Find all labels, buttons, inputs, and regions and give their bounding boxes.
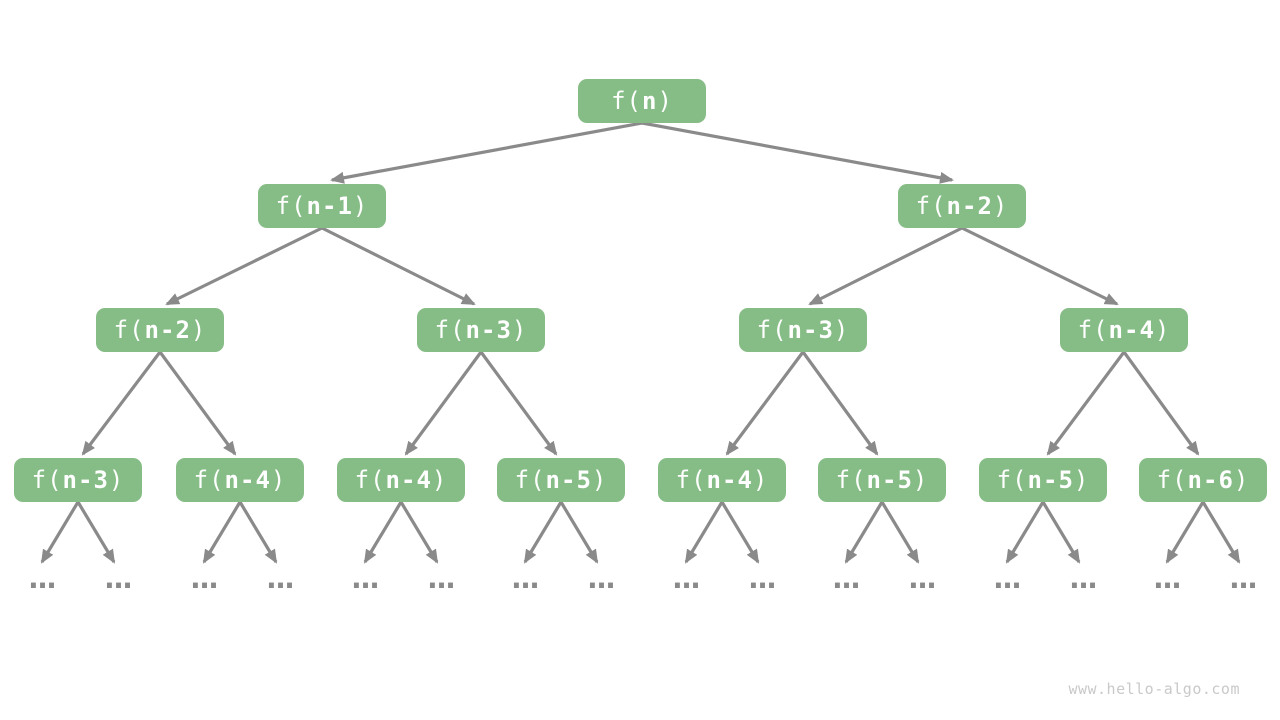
- node-label: f(: [113, 316, 145, 344]
- tree-node-l2-fn-3: f(n-3): [417, 308, 545, 352]
- edges-level-3-to-ellipsis: [40, 501, 1241, 564]
- node-label: ): [352, 192, 369, 220]
- edges-level-0-to-1: [330, 121, 954, 184]
- ellipsis: ...: [186, 561, 222, 596]
- tree-node-l3-fn-3: f(n-3): [14, 458, 142, 502]
- node-label-arg: n-2: [144, 316, 191, 344]
- edges-level-1-to-2: [165, 226, 1119, 306]
- edges-level-2-to-3: [81, 351, 1200, 456]
- node-label-arg: n-4: [706, 466, 753, 494]
- ellipsis: ...: [828, 561, 864, 596]
- node-label: ): [270, 466, 287, 494]
- node-label: f(: [1156, 466, 1188, 494]
- node-label: ): [833, 316, 850, 344]
- tree-node-l1-fn-1: f(n-1): [258, 184, 386, 228]
- ellipsis: ...: [1065, 561, 1101, 596]
- node-label: ): [190, 316, 207, 344]
- tree-node-l3-fn-6: f(n-6): [1139, 458, 1267, 502]
- ellipsis: ...: [24, 561, 60, 596]
- tree-node-l2-fn-4: f(n-4): [1060, 308, 1188, 352]
- ellipsis: ...: [989, 561, 1025, 596]
- node-label-arg: n: [642, 87, 658, 115]
- tree-node-l3-fn-4c: f(n-4): [658, 458, 786, 502]
- ellipsis: ...: [423, 561, 459, 596]
- node-label: ): [108, 466, 125, 494]
- ellipsis: ...: [904, 561, 940, 596]
- node-label: ): [431, 466, 448, 494]
- ellipsis: ...: [507, 561, 543, 596]
- ellipsis: ...: [1225, 561, 1261, 596]
- node-label-arg: n-4: [1108, 316, 1155, 344]
- watermark: www.hello-algo.com: [1068, 680, 1240, 698]
- node-label-arg: n-2: [946, 192, 993, 220]
- node-label: ): [1073, 466, 1090, 494]
- node-label: ): [591, 466, 608, 494]
- node-label: ): [752, 466, 769, 494]
- ellipsis: ...: [668, 561, 704, 596]
- node-label: f(: [514, 466, 546, 494]
- node-label: f(: [611, 87, 642, 115]
- tree-node-l3-fn-5: f(n-5): [497, 458, 625, 502]
- tree-node-l3-fn-5b: f(n-5): [818, 458, 946, 502]
- node-label-arg: n-5: [866, 466, 913, 494]
- node-label: ): [657, 87, 673, 115]
- node-label: f(: [354, 466, 386, 494]
- node-label-arg: n-3: [787, 316, 834, 344]
- node-label: ): [1154, 316, 1171, 344]
- node-label: ): [912, 466, 929, 494]
- ellipsis: ...: [583, 561, 619, 596]
- node-label-arg: n-5: [545, 466, 592, 494]
- node-label: ): [992, 192, 1009, 220]
- tree-node-l3-fn-5c: f(n-5): [979, 458, 1107, 502]
- node-label: f(: [1077, 316, 1109, 344]
- ellipsis: ...: [100, 561, 136, 596]
- node-label-arg: n-4: [385, 466, 432, 494]
- node-label: ): [511, 316, 528, 344]
- node-label-arg: n-5: [1027, 466, 1074, 494]
- node-label: f(: [996, 466, 1028, 494]
- ellipsis: ...: [1149, 561, 1185, 596]
- node-label-arg: n-3: [62, 466, 109, 494]
- node-label: f(: [193, 466, 225, 494]
- node-label: ): [1233, 466, 1250, 494]
- tree-node-l2-fn-2: f(n-2): [96, 308, 224, 352]
- ellipsis: ...: [347, 561, 383, 596]
- node-label: f(: [275, 192, 307, 220]
- node-label: f(: [915, 192, 947, 220]
- node-label: f(: [675, 466, 707, 494]
- node-label-arg: n-4: [224, 466, 271, 494]
- node-label: f(: [756, 316, 788, 344]
- node-label: f(: [835, 466, 867, 494]
- tree-node-l2-fn-3b: f(n-3): [739, 308, 867, 352]
- tree-node-l1-fn-2: f(n-2): [898, 184, 1026, 228]
- node-label-arg: n-1: [306, 192, 353, 220]
- node-label-arg: n-6: [1187, 466, 1234, 494]
- ellipsis: ...: [744, 561, 780, 596]
- tree-node-l3-fn-4: f(n-4): [176, 458, 304, 502]
- tree-node-l3-fn-4b: f(n-4): [337, 458, 465, 502]
- ellipsis: ...: [262, 561, 298, 596]
- node-label: f(: [434, 316, 466, 344]
- tree-node-root-fn: f(n): [578, 79, 706, 123]
- node-label-arg: n-3: [465, 316, 512, 344]
- node-label: f(: [31, 466, 63, 494]
